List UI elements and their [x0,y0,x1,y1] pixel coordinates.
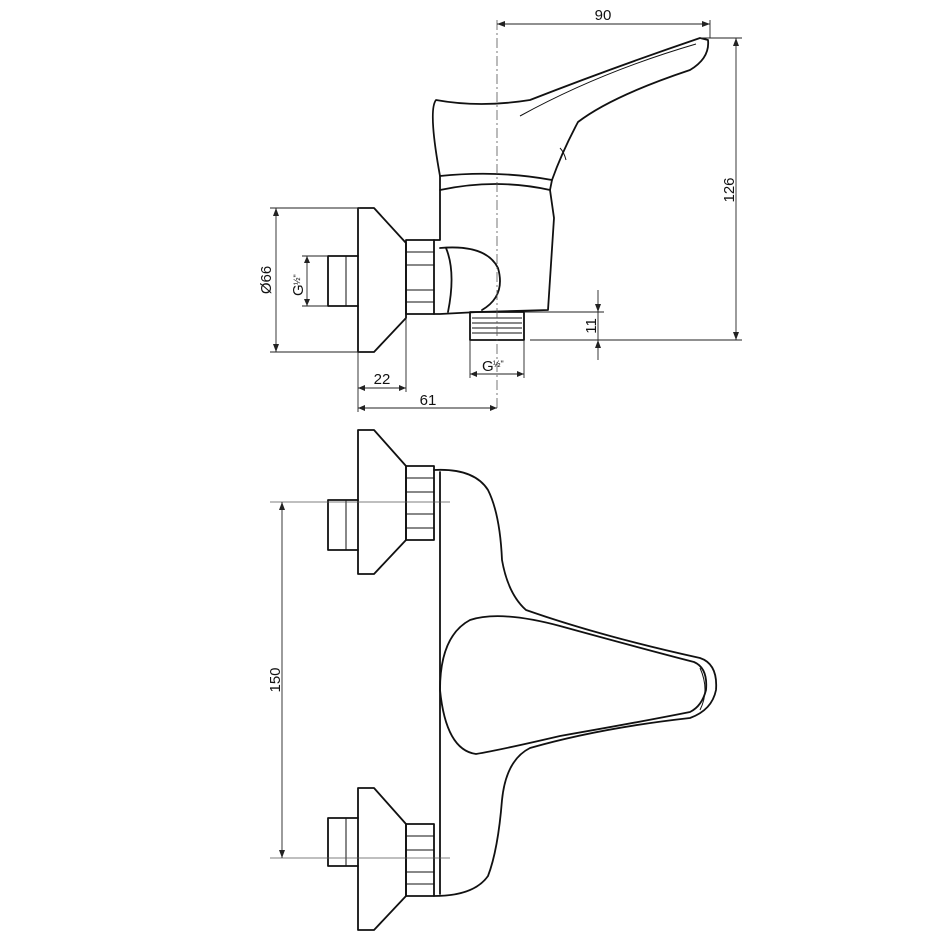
thread-label-inlet: G ½" [290,274,307,296]
dim-150-label: 150 [267,667,284,692]
side-wall-flange [357,207,407,353]
dim-11-label: 11 [583,318,600,334]
side-dimensions: 90 126 11 Ø66 G ½" [258,7,742,412]
front-view [270,429,718,931]
dim-22-label: 22 [374,371,391,388]
dim-126-label: 126 [721,177,738,202]
thread-label-outlet: G ½" [482,358,504,375]
side-hex-nut [405,239,435,315]
side-mixer-body [433,183,555,315]
dim-90-label: 90 [595,7,612,24]
dim-diameter-label: Ø66 [258,266,275,294]
side-inlet-stub [327,255,359,307]
dim-61-label: 61 [420,392,437,409]
svg-text:½": ½" [292,274,302,285]
svg-text:½": ½" [493,359,504,369]
front-lever-handle [439,615,708,755]
side-lever-handle [431,37,710,181]
svg-text:G: G [482,358,494,375]
svg-text:G: G [290,284,307,296]
front-bottom-flange [357,787,407,931]
front-top-nut [405,465,435,541]
front-dimensions: 150 [267,502,285,858]
front-bottom-nut [405,823,435,897]
side-view [327,20,710,408]
front-mixer-body [433,468,718,897]
